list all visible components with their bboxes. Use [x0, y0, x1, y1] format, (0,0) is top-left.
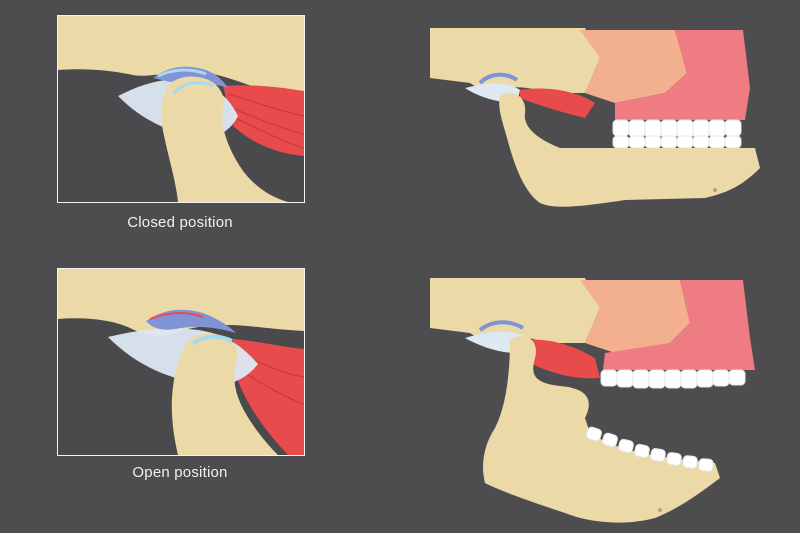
open-position-detail-panel [57, 268, 305, 456]
upper-gum [603, 280, 755, 370]
cranium-base [430, 28, 600, 93]
articular-disc [146, 309, 236, 333]
upper-teeth [600, 369, 746, 389]
closed-joint-illustration [58, 16, 304, 202]
open-joint-illustration [58, 269, 304, 455]
closed-skull-illustration [430, 28, 760, 207]
mandibular-condyle [171, 333, 278, 455]
upper-teeth [612, 119, 742, 139]
temporal-bone [58, 16, 304, 96]
maxilla [580, 30, 687, 103]
lower-teeth [612, 135, 742, 149]
upper-gum [615, 30, 750, 120]
closed-position-detail-panel [57, 15, 305, 203]
mandibular-condyle [161, 76, 288, 202]
mandible [499, 93, 760, 207]
temporal-bone [58, 269, 304, 336]
masseter-muscle [520, 88, 595, 118]
closed-position-caption: Closed position [127, 214, 233, 231]
cranium-base [430, 278, 600, 343]
articular-disc [478, 320, 524, 332]
open-position-caption: Open position [132, 464, 228, 481]
open-skull-illustration [430, 278, 755, 523]
pterygoid-muscle [525, 339, 600, 379]
maxilla [580, 280, 690, 353]
articular-disc [478, 72, 519, 85]
mandible [483, 336, 720, 523]
lower-teeth [586, 426, 714, 472]
